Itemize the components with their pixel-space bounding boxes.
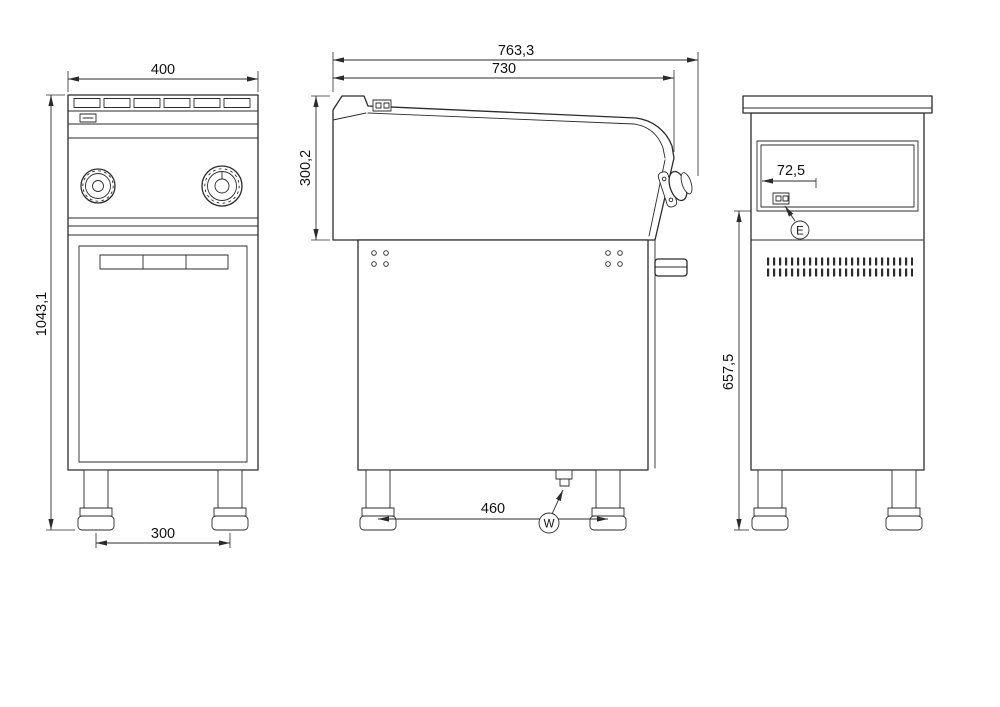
- side-screws: [371, 250, 623, 267]
- side-top-unit-outline: [332, 95, 675, 241]
- rear-dim-panel-offset: 72,5: [762, 163, 817, 188]
- side-left-leg: [359, 469, 397, 531]
- water-balloon-label: W: [544, 519, 555, 531]
- front-door-panel: [78, 245, 248, 463]
- vent-grille: [765, 256, 913, 278]
- dim-rear-panel-offset-label: 72,5: [777, 163, 805, 179]
- rear-top-slab: [742, 95, 933, 114]
- front-dim-height: 1043,1: [34, 94, 75, 531]
- side-dim-top-height: 300,2: [298, 95, 330, 241]
- dim-side-body-depth-label: 730: [492, 61, 516, 77]
- rear-recessed-panel: [756, 140, 919, 212]
- front-left-leg: [77, 469, 115, 531]
- side-right-leg: [589, 469, 627, 531]
- side-dim-leg-pitch: 460: [378, 501, 608, 522]
- front-right-leg: [211, 469, 249, 531]
- side-handle-bracket: [654, 258, 688, 277]
- electric-balloon: E: [784, 205, 810, 240]
- front-body-outline: [67, 94, 259, 471]
- dim-front-height-label: 1043,1: [34, 292, 50, 336]
- rear-right-leg: [885, 469, 923, 531]
- rear-left-leg: [751, 469, 789, 531]
- side-dim-total-depth: 763,3: [332, 43, 699, 176]
- terminal-block: [772, 192, 790, 205]
- rear-view: 72,5 E 657,5: [721, 95, 933, 531]
- side-view: 763,3 730 300,2 460 W: [298, 43, 699, 534]
- door-handle: [99, 254, 229, 270]
- front-top-grate-row: [73, 98, 251, 108]
- front-view: 400 1043,1 300: [34, 62, 259, 548]
- water-balloon: W: [538, 489, 564, 534]
- front-dim-leg-pitch: 300: [95, 526, 231, 548]
- dim-side-total-depth-label: 763,3: [498, 43, 534, 59]
- rear-dim-base-height: 657,5: [721, 210, 751, 531]
- dim-side-leg-pitch-label: 460: [481, 501, 505, 517]
- front-dim-width: 400: [67, 62, 259, 92]
- dim-side-top-height-label: 300,2: [298, 150, 314, 186]
- control-knob-right: [201, 165, 243, 207]
- rear-body-outline: [750, 112, 925, 471]
- side-dim-body-depth: 730: [333, 61, 675, 152]
- electric-balloon-label: E: [796, 226, 804, 238]
- dim-front-width-label: 400: [151, 62, 175, 78]
- side-lower-body: [357, 239, 649, 471]
- gas-symbol-plate: [372, 99, 392, 112]
- rating-plate: [79, 113, 97, 123]
- dim-rear-base-height-label: 657,5: [721, 354, 737, 390]
- water-connection-fitting: [555, 469, 573, 487]
- control-knob-left: [80, 168, 116, 204]
- dim-front-leg-pitch-label: 300: [151, 526, 175, 542]
- side-control-knob: [657, 170, 693, 208]
